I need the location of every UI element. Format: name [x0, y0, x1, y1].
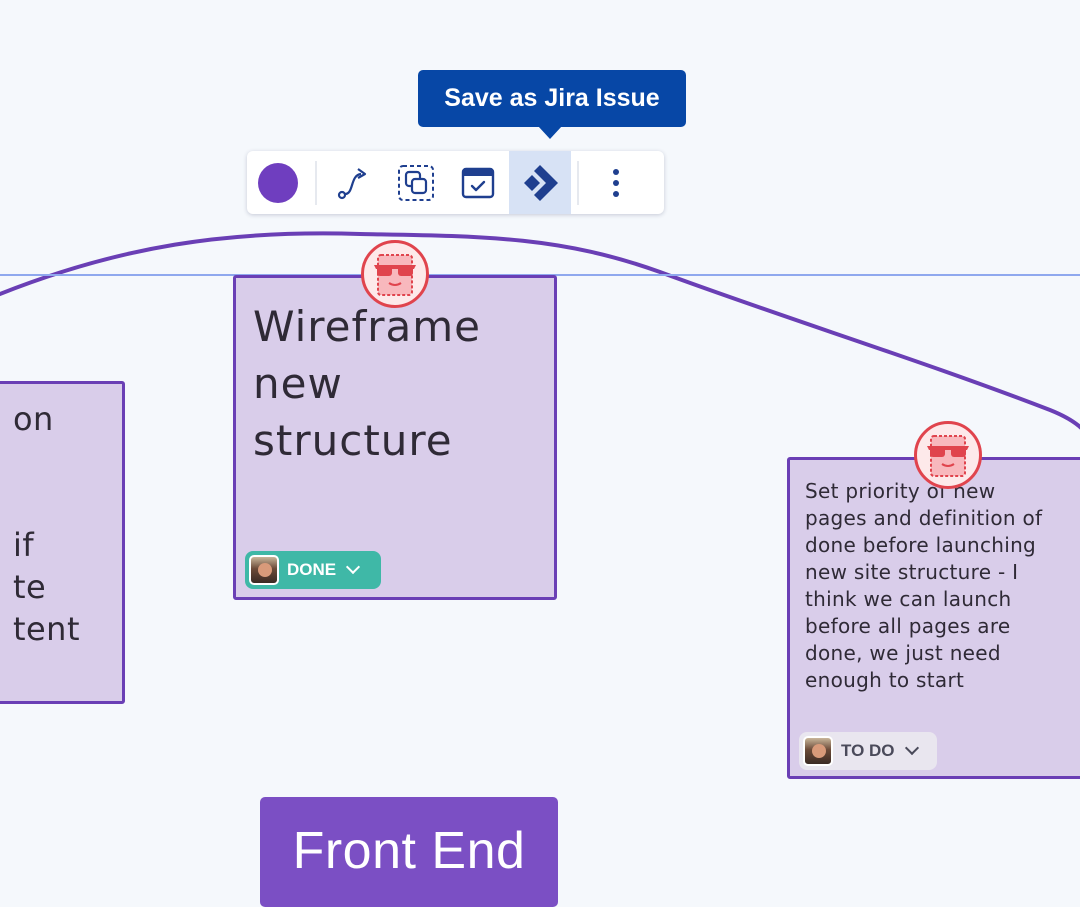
section-label-front-end[interactable]: Front End: [260, 797, 558, 907]
chevron-down-icon: [346, 559, 361, 575]
more-options-button[interactable]: [585, 151, 647, 214]
connector-icon: [337, 167, 367, 199]
section-label-text: Front End: [292, 822, 526, 880]
save-as-jira-button[interactable]: [509, 151, 571, 214]
jira-tooltip: Save as Jira Issue: [418, 70, 686, 139]
jira-icon: [524, 164, 558, 201]
calendar-check-icon: [461, 167, 495, 198]
sticker-face-icon: [374, 254, 416, 296]
toolbar-divider: [315, 160, 317, 205]
color-swatch: [258, 162, 298, 203]
sunglasses-sticker-icon[interactable]: [914, 421, 982, 489]
tooltip-text: Save as Jira Issue: [444, 84, 660, 112]
avatar: [803, 736, 833, 766]
task-button[interactable]: [447, 151, 509, 214]
note-text: on if te tent: [12, 400, 80, 648]
chevron-down-icon: [904, 740, 919, 756]
toolbar-divider: [577, 160, 579, 205]
status-label: TO DO: [841, 741, 895, 760]
sticky-note-priority[interactable]: Set priority of new pages and definition…: [787, 457, 1080, 779]
status-chip-done[interactable]: DONE: [245, 551, 381, 589]
connector-button[interactable]: [323, 151, 385, 214]
sticky-note-left[interactable]: on if te tent: [0, 381, 125, 704]
note-text: Set priority of new pages and definition…: [805, 479, 1043, 692]
status-label: DONE: [287, 560, 337, 579]
color-picker-button[interactable]: [247, 151, 309, 214]
group-icon: [398, 164, 434, 201]
sticky-note-wireframe[interactable]: Wireframe new structure DONE: [233, 275, 557, 600]
group-button[interactable]: [385, 151, 447, 214]
sunglasses-sticker-icon[interactable]: [361, 240, 429, 308]
avatar: [249, 555, 279, 585]
more-vertical-icon: [613, 168, 619, 197]
selection-toolbar: [247, 151, 664, 214]
note-content-clip: on if te tent: [0, 384, 122, 701]
sticker-face-icon: [927, 435, 969, 477]
note-text: Wireframe new structure: [253, 302, 482, 465]
status-chip-todo[interactable]: TO DO: [799, 732, 937, 770]
